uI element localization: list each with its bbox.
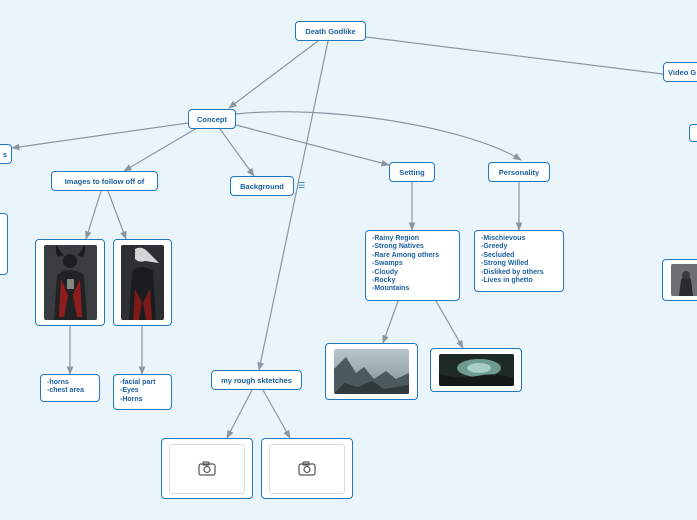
setting-trait: -Swamps [372, 260, 403, 268]
camera-slot [269, 443, 345, 494]
edge-traits-img-left [382, 300, 399, 344]
personality-trait: -Mischievous [481, 235, 526, 242]
misty-mountains-image [334, 349, 409, 394]
offscreen-image-right[interactable] [662, 259, 697, 301]
node-rough-sketches[interactable]: my rough sktetches [211, 370, 302, 390]
edge-images-img2 [107, 190, 127, 240]
personality-trait: -Strong Willed [481, 260, 529, 268]
setting-trait: -Mountains [372, 285, 410, 293]
setting-trait: -Strong Natives [372, 243, 424, 251]
node-setting[interactable]: Setting [389, 162, 435, 182]
warrior-image [671, 264, 697, 296]
plague-demon-image [121, 245, 164, 320]
edge-concept-images [123, 127, 198, 172]
sketch-placeholder-2[interactable] [261, 438, 353, 499]
image-card-plague-demon[interactable] [113, 239, 172, 326]
personality-trait: -Greedy [481, 243, 508, 251]
node-video-games-partial[interactable]: Video G [663, 62, 697, 82]
camera-icon [298, 461, 316, 476]
edge-concept-background [219, 128, 255, 177]
sketch-placeholder-1[interactable] [161, 438, 253, 499]
edge-traits-img-right [435, 300, 464, 349]
setting-traits-box[interactable]: -Rainy Region -Strong Natives -Rare Amon… [365, 230, 460, 301]
node-left-partial[interactable]: s [0, 144, 12, 164]
edge-concept-setting [235, 124, 390, 167]
swamp-cave-image [438, 354, 514, 386]
edge-sketches-cam2 [262, 389, 291, 439]
edge-sketches-cam1 [226, 389, 253, 439]
node-images-to-follow[interactable]: Images to follow off of [51, 171, 158, 191]
root-node-death-godlike[interactable]: Death Godlike [295, 21, 366, 41]
edge-concept-left [11, 122, 189, 151]
node-personality[interactable]: Personality [488, 162, 550, 182]
setting-trait: -Rare Among others [372, 251, 440, 259]
offscreen-node-left[interactable] [0, 213, 8, 275]
node-background[interactable]: Background [230, 176, 294, 196]
personality-traits-box[interactable]: -Mischievous -Greedy -Secluded -Strong W… [474, 230, 564, 292]
notes-plague-demon[interactable]: -facial part -Eyes -Horns [113, 374, 172, 410]
note-lines-icon[interactable]: ☰ [298, 181, 306, 190]
edge-root-sketches [257, 40, 329, 371]
offscreen-node-right-top[interactable] [689, 124, 697, 142]
personality-trait: -Lives in ghetto [481, 277, 533, 285]
note-line: -Horns [120, 395, 143, 403]
demon-knight-image [43, 245, 97, 320]
personality-trait: -Secluded [481, 251, 515, 259]
note-line: -horns [47, 379, 69, 386]
image-card-swamp-cave[interactable] [430, 348, 522, 392]
setting-trait: -Rocky [372, 277, 396, 285]
note-line: -facial part [120, 379, 156, 386]
edge-concept-personality [235, 111, 522, 161]
edge-root-video-games [365, 36, 664, 75]
camera-icon [198, 461, 216, 476]
note-line: -Eyes [120, 387, 139, 395]
setting-trait: -Cloudy [372, 268, 399, 276]
camera-slot [169, 443, 245, 494]
edge-root-concept [228, 40, 319, 109]
setting-trait: -Rainy Region [372, 235, 420, 242]
note-line: -chest area [47, 387, 84, 395]
personality-trait: -Disliked by others [481, 268, 544, 276]
node-concept[interactable]: Concept [188, 109, 236, 129]
image-card-demon-knight[interactable] [35, 239, 105, 326]
image-card-misty-mountains[interactable] [325, 343, 418, 400]
edge-images-img1 [85, 190, 102, 240]
notes-demon-knight[interactable]: -horns -chest area [40, 374, 100, 402]
